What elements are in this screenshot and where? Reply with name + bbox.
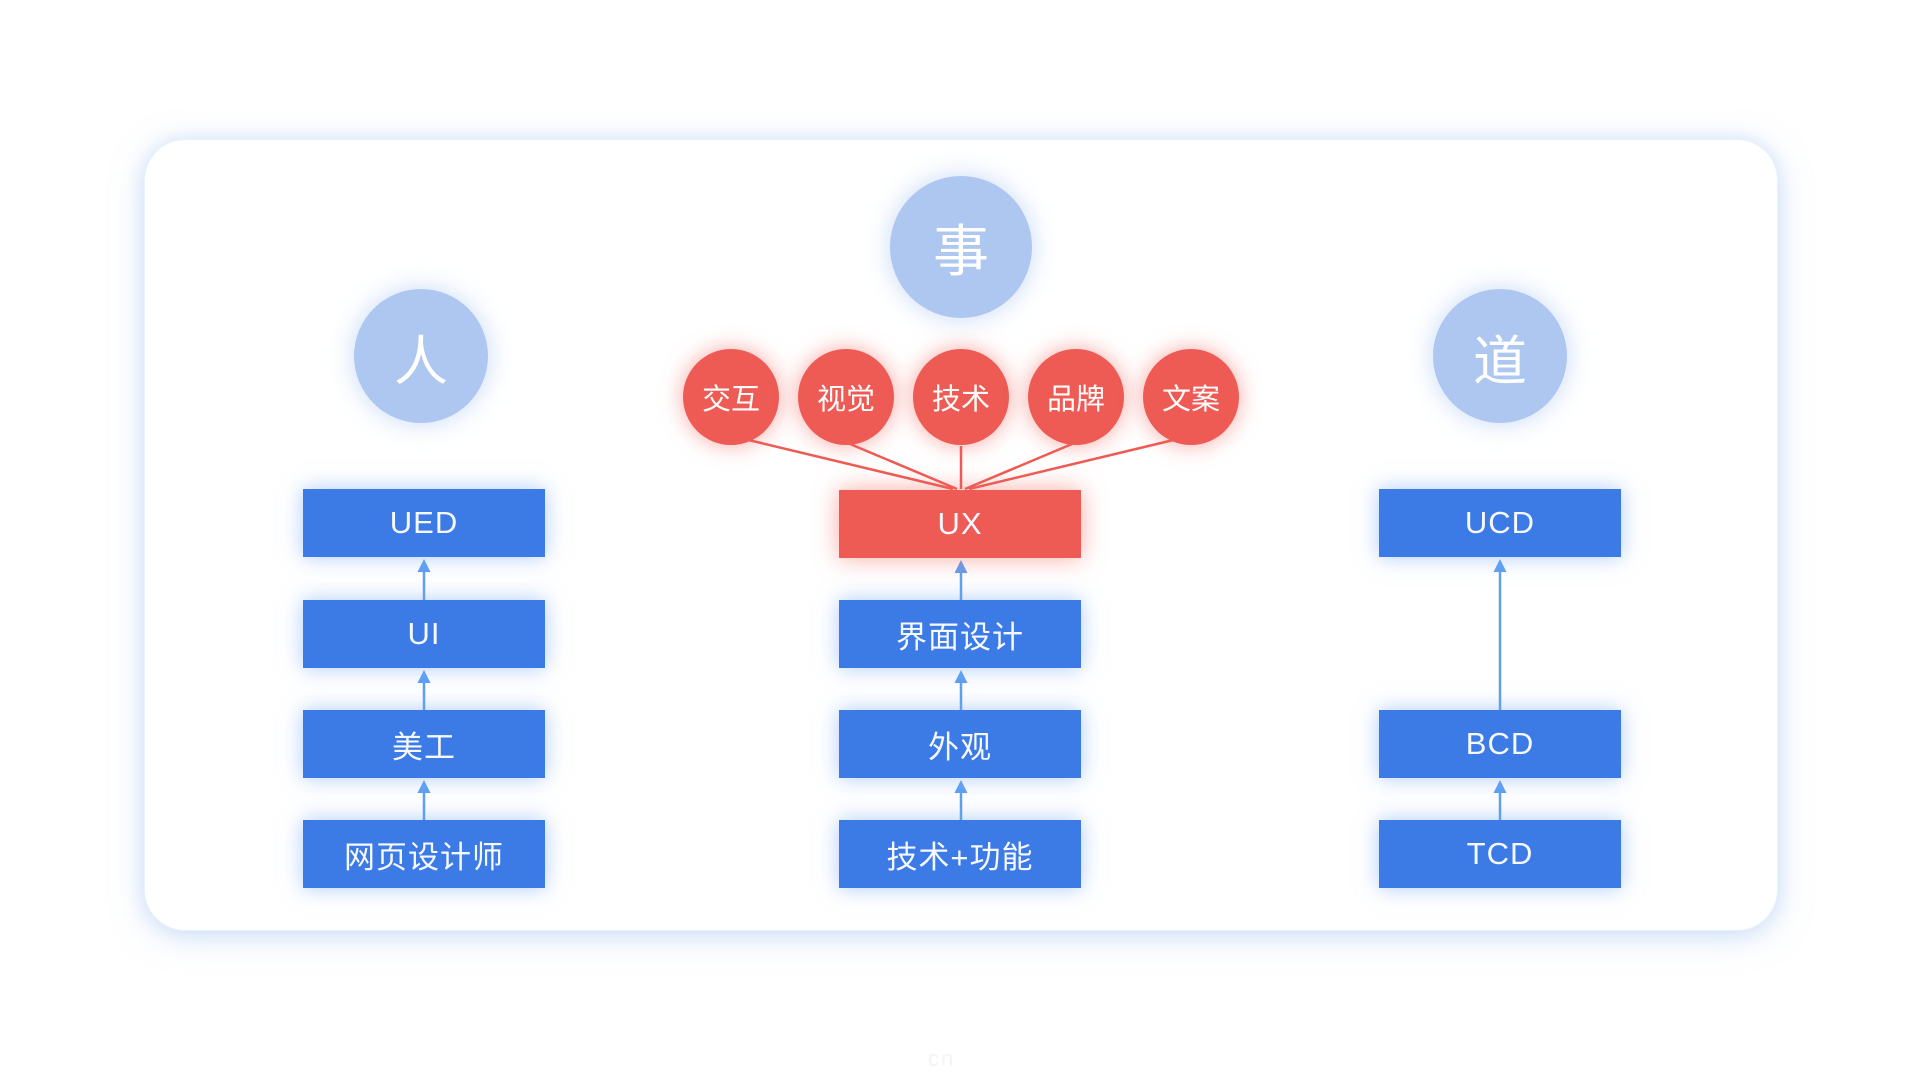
dao-circle: 道 (1433, 289, 1567, 423)
box-tcd: TCD (1379, 820, 1621, 888)
box-interface-design: 界面设计 (839, 600, 1081, 668)
box-ued: UED (303, 489, 545, 557)
dao-circle-label: 道 (1473, 331, 1527, 392)
box-ucd: UCD (1379, 489, 1621, 557)
box-ux: UX (839, 490, 1081, 558)
box-appearance: 外观 (839, 710, 1081, 778)
box-tech-function: 技术+功能 (839, 820, 1081, 888)
box-ui: UI (303, 600, 545, 668)
box-web-designer: 网页设计师 (303, 820, 545, 888)
bubble-interaction: 交互 (683, 349, 779, 445)
bubble-technology: 技术 (913, 349, 1009, 445)
matter-circle: 事 (890, 176, 1032, 318)
watermark: cn (928, 1046, 956, 1071)
box-artist: 美工 (303, 710, 545, 778)
bubble-visual: 视觉 (798, 349, 894, 445)
bubble-copywriting: 文案 (1143, 349, 1239, 445)
bubble-brand: 品牌 (1028, 349, 1124, 445)
matter-circle-label: 事 (933, 219, 989, 283)
person-circle-label: 人 (394, 331, 448, 392)
person-circle: 人 (354, 289, 488, 423)
box-bcd: BCD (1379, 710, 1621, 778)
